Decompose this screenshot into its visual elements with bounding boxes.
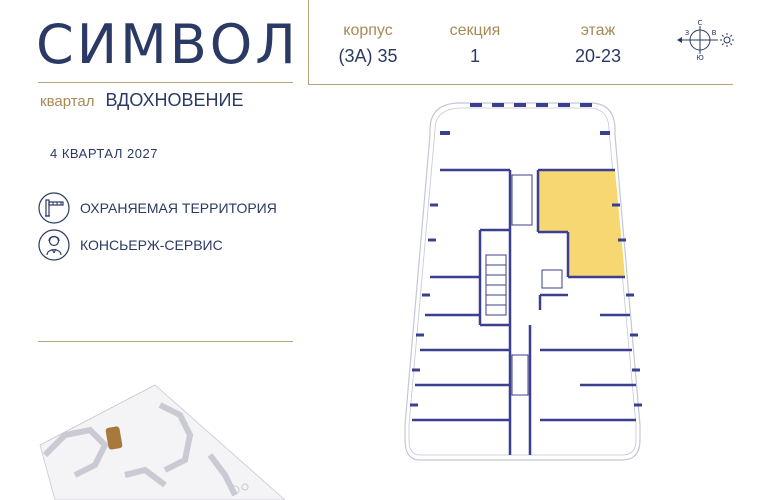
floor-label: этаж <box>580 22 616 39</box>
divider-top <box>38 82 293 83</box>
building-marker <box>105 426 123 450</box>
compass-icon: С Ю З В <box>677 20 734 60</box>
district-line: квартал ВДОХНОВЕНИЕ <box>40 90 243 111</box>
completion-date: 4 КВАРТАЛ 2027 <box>50 146 158 161</box>
feature-concierge-label: КОНСЬЕРЖ-СЕРВИС <box>80 237 223 253</box>
header-rule <box>308 84 733 85</box>
compass-w: З <box>685 29 690 37</box>
divider-bottom <box>38 341 293 342</box>
site-map <box>39 384 285 500</box>
building-value: (3А) 35 <box>338 46 398 66</box>
building-label: корпус <box>343 22 393 39</box>
concierge-icon <box>38 229 70 261</box>
compass-s: Ю <box>696 54 704 60</box>
floor-value: 20-23 <box>574 46 622 66</box>
feature-security-label: ОХРАНЯЕМАЯ ТЕРРИТОРИЯ <box>80 200 277 216</box>
floor-info: этаж 20-23 <box>543 22 653 67</box>
highlighted-apartment[interactable] <box>538 170 625 277</box>
section-info: секция 1 <box>420 22 530 67</box>
section-label: секция <box>449 22 501 39</box>
district-label: квартал <box>40 93 95 110</box>
district-name: ВДОХНОВЕНИЕ <box>105 90 244 110</box>
feature-security: ОХРАНЯЕМАЯ ТЕРРИТОРИЯ <box>38 192 277 224</box>
brand-logo: СИМВОЛ <box>36 13 299 76</box>
floor-plan <box>404 102 642 461</box>
barrier-gate-icon <box>38 192 70 224</box>
vertical-divider <box>308 0 309 85</box>
building-info: корпус (3А) 35 <box>313 22 423 67</box>
compass-e: В <box>712 29 717 37</box>
section-value: 1 <box>469 46 480 66</box>
feature-concierge: КОНСЬЕРЖ-СЕРВИС <box>38 229 223 261</box>
sun-icon <box>720 33 734 47</box>
compass-n: С <box>698 20 703 27</box>
